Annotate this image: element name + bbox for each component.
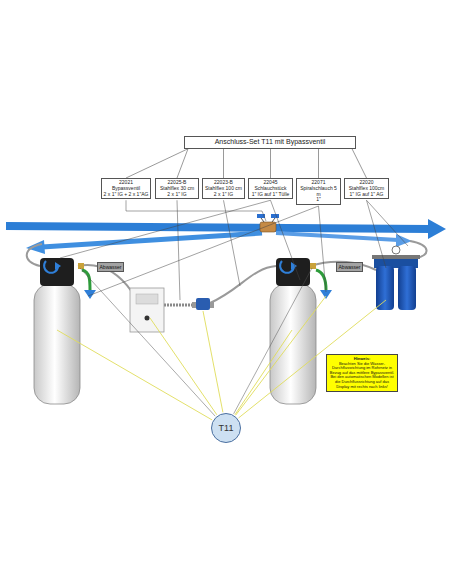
node-heading: T11 (219, 423, 234, 433)
note-box: Hinweis:Beachten Sie die Wasser-Durchflu… (326, 354, 398, 392)
leader-line (271, 200, 301, 280)
inline-valve (196, 298, 210, 310)
filter-bracket (372, 255, 420, 259)
softener-tank (270, 284, 316, 404)
leader-line (236, 296, 326, 415)
connector-line (270, 149, 271, 178)
part-box: 22023-BStahlflex 100 cm2 x 1" IG (202, 178, 245, 199)
valve-stem (272, 218, 275, 222)
steel-flex-hose (164, 304, 196, 307)
connector-line (318, 149, 319, 178)
node-text: 2 x 1" IG (204, 192, 243, 198)
valve-stub (210, 302, 214, 308)
node-text: 2 x 1" IG (157, 192, 197, 198)
hose (210, 266, 276, 303)
drain-label: Abwasser (97, 262, 124, 272)
pressure-gauge (392, 246, 400, 254)
callout-circle: T11 (211, 413, 241, 443)
part-box: 22071Spiralschlauch 5 m1" (296, 178, 341, 205)
leader-line (126, 200, 266, 221)
leader-line (224, 200, 241, 286)
leader-line (177, 200, 180, 300)
node-heading: Abwasser (338, 264, 361, 270)
leader-line (88, 206, 319, 296)
leader-line (319, 206, 327, 292)
dosing-unit-button (145, 316, 150, 321)
leader-line (367, 200, 409, 246)
part-box: 22020Stahlflex 100cm1" IG auf 1" AG (344, 178, 389, 199)
flow-arrow (6, 226, 430, 229)
brass-fitting (78, 263, 84, 269)
flow-arrow-head (396, 234, 412, 247)
leader-line (80, 268, 215, 416)
valve-handle (271, 214, 279, 218)
flow-arrow-head (428, 219, 446, 239)
node-heading: Abwasser (99, 264, 122, 270)
node-text: Spiralschlauch 5 m (298, 186, 339, 198)
leader-line (235, 330, 292, 415)
control-head (276, 258, 310, 286)
leader-lines (57, 200, 408, 420)
brass-fitting (310, 263, 316, 269)
valve-stub (192, 302, 196, 308)
node-text: 1" IG auf 1" Tülle (250, 192, 291, 198)
leader-line (234, 268, 312, 414)
node-text: 1" IG auf 1" AG (346, 192, 387, 198)
connector-line (352, 149, 367, 178)
flow-circle-arrow-head (55, 262, 61, 270)
control-head (40, 258, 74, 286)
part-box: 22021Bypassventil2 x 1" IG + 2 x 1"AG (101, 178, 151, 199)
leader-line (367, 200, 387, 268)
softener-tank (34, 284, 80, 404)
filter-housing (398, 266, 416, 310)
connector-line (223, 149, 224, 178)
leader-line (203, 311, 223, 412)
flow-arrow (276, 233, 398, 240)
connector-line (177, 149, 188, 178)
flow-arrow-head (26, 240, 45, 254)
part-box: 22045Schlauchstück1" IG auf 1" Tülle (248, 178, 293, 199)
node-text: 1" (298, 197, 339, 203)
edges (126, 149, 367, 178)
hose (27, 244, 42, 266)
title-box: Anschluss-Set T11 mit Bypassventil (184, 136, 356, 149)
drain-symbol (84, 290, 96, 299)
node-heading: Anschluss-Set T11 mit Bypassventil (188, 138, 352, 147)
part-box: 22025-BStahlflex 30 cm2 x 1" IG (155, 178, 199, 199)
drain-label: Abwasser (336, 262, 363, 272)
dosing-unit (130, 288, 164, 332)
valve-stem (261, 218, 264, 222)
dosing-unit-panel (136, 294, 158, 304)
node-text: Beachten Sie die Wasser-Durchflussrichtu… (329, 362, 395, 390)
connector-line (126, 149, 188, 178)
node-text: 2 x 1" IG + 2 x 1"AG (103, 192, 149, 198)
drain-hose (82, 270, 90, 290)
flow-arrow (42, 233, 262, 247)
filter-housing (376, 266, 394, 310)
leader-line (60, 200, 271, 258)
